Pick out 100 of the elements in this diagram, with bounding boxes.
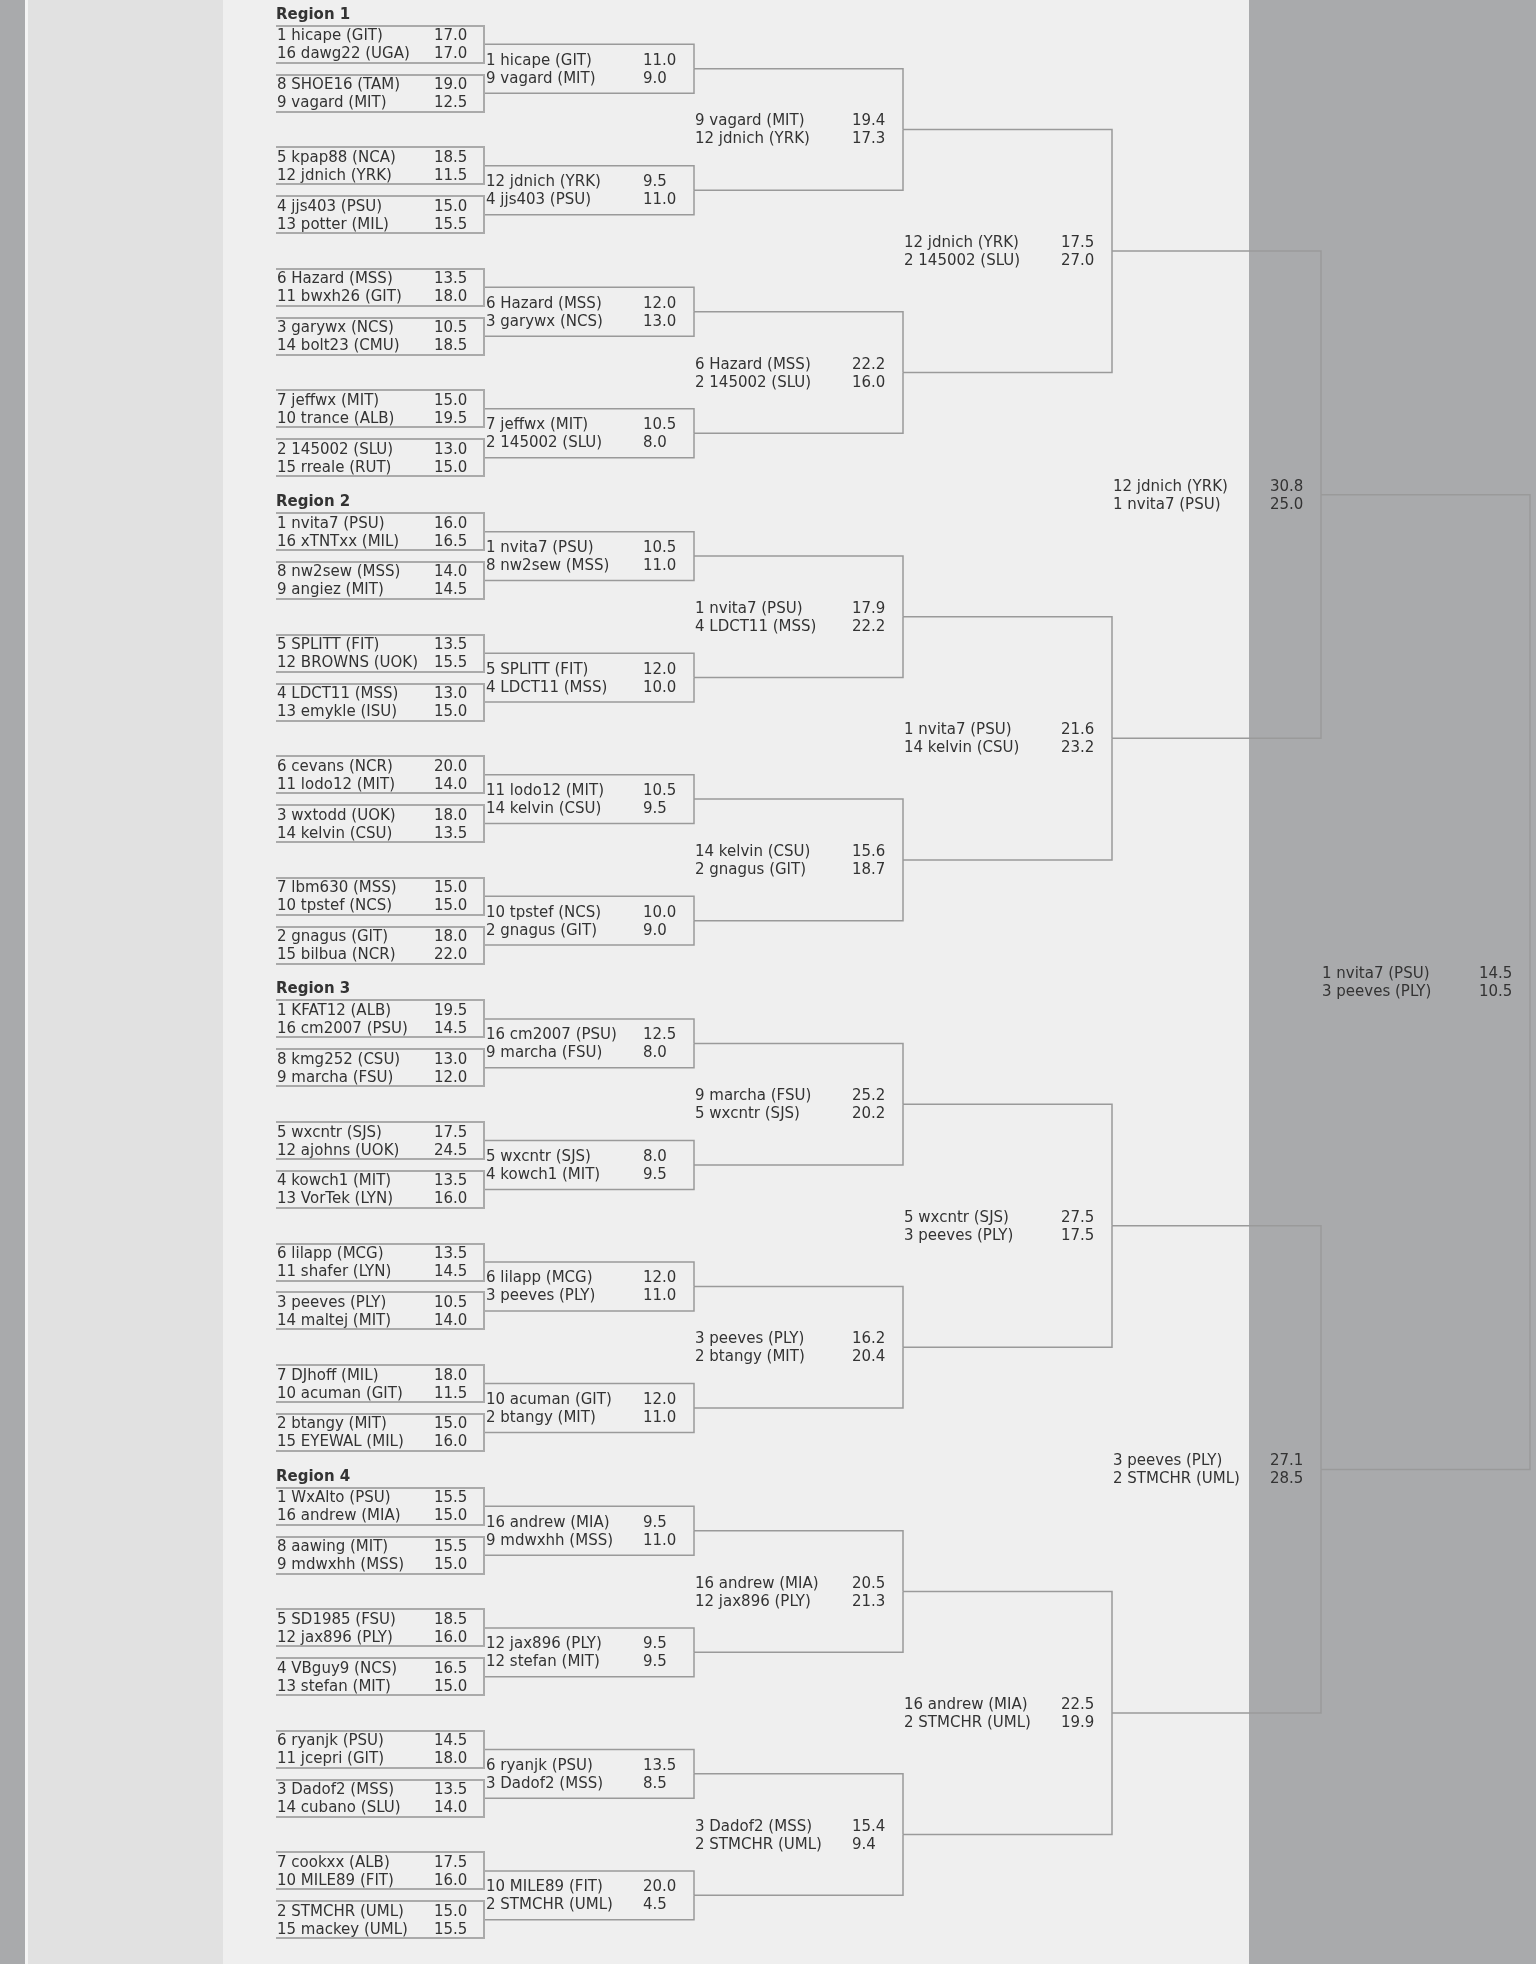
bracket-line [484, 1285, 695, 1312]
team-name: 2 STMCHR (UML) [1113, 1469, 1240, 1488]
team-name: 10 tpstef (NCS) [277, 896, 393, 915]
score: 16.5 [434, 531, 468, 550]
score: 16.0 [434, 1432, 468, 1451]
match-box [276, 73, 485, 113]
team-name: 16 xTNTxx (MIL) [277, 531, 400, 550]
bracket-line [693, 128, 904, 191]
score: 14.5 [1479, 964, 1513, 982]
score: 15.5 [434, 1919, 468, 1938]
team-name: 4 LDCT11 (MSS) [277, 684, 399, 702]
score: 10.0 [643, 902, 677, 921]
score: 16.0 [434, 1870, 468, 1889]
bracket-line [484, 1627, 695, 1654]
team-name: 2 btangy (MIT) [486, 1408, 596, 1426]
team-name: 16 andrew (MIA) [277, 1506, 401, 1525]
bracket-line [484, 1748, 695, 1775]
bracket-line [693, 859, 904, 922]
team-name: 2 btangy (MIT) [695, 1347, 805, 1366]
bracket-line [693, 1590, 904, 1654]
score: 28.5 [1270, 1469, 1304, 1488]
bracket-line [484, 1042, 695, 1069]
match-box [276, 1364, 485, 1404]
team-name: 10 acuman (GIT) [486, 1390, 612, 1408]
score: 10.5 [434, 1292, 468, 1311]
bracket-line [484, 189, 695, 216]
score: 20.5 [852, 1573, 886, 1592]
team-name: 2 gnagus (GIT) [695, 859, 807, 878]
score: 30.8 [1270, 476, 1304, 495]
score: 25.0 [1270, 494, 1304, 513]
bracket-line [1111, 250, 1322, 496]
team-name: 6 cevans (NCR) [277, 756, 393, 775]
score: 14.5 [434, 1731, 468, 1750]
match-box [276, 1608, 485, 1648]
bracket-line [484, 652, 695, 679]
score: 11.0 [643, 556, 677, 575]
score: 15.5 [434, 214, 468, 233]
score: 14.0 [434, 1310, 468, 1329]
team-name: 3 Dadof2 (MSS) [277, 1780, 395, 1799]
score: 18.0 [434, 287, 468, 306]
match-box [276, 1486, 485, 1526]
score: 4.5 [643, 1895, 667, 1914]
team-name: 2 btangy (MIT) [277, 1414, 387, 1433]
team-name: 14 maltej (MIT) [277, 1310, 392, 1329]
region-heading: Region 3 [276, 979, 351, 998]
score: 15.5 [434, 653, 468, 672]
bracket-line [902, 1103, 1113, 1227]
match-box [276, 1900, 485, 1940]
team-name: 9 marcha (FSU) [695, 1086, 812, 1105]
bracket-line [484, 555, 695, 582]
team-name: 3 peeves (PLY) [277, 1292, 387, 1311]
score: 14.5 [434, 580, 468, 599]
score: 13.5 [434, 269, 468, 288]
score: 8.0 [643, 433, 667, 452]
team-name: 11 lodo12 (MIT) [486, 781, 604, 800]
team-name: 13 potter (MIL) [277, 214, 389, 233]
match-box [276, 1291, 485, 1331]
score: 15.0 [434, 1555, 468, 1574]
team-name: 14 bolt23 (CMU) [277, 336, 400, 355]
score: 9.4 [852, 1834, 876, 1853]
team-name: 4 LDCT11 (MSS) [695, 616, 817, 635]
team-name: 1 nvita7 (PSU) [486, 538, 594, 557]
score: 9.5 [643, 1634, 667, 1653]
match-box [276, 1169, 485, 1209]
region-heading: Region 1 [276, 4, 351, 23]
team-name: 9 marcha (FSU) [486, 1043, 603, 1062]
team-name: 1 nvita7 (PSU) [904, 720, 1012, 739]
match-box [276, 146, 485, 186]
team-name: 4 jjs403 (PSU) [486, 190, 592, 209]
score: 27.5 [1061, 1207, 1095, 1226]
match-box [276, 1242, 485, 1282]
score: 16.0 [852, 372, 886, 391]
bracket-line [484, 67, 695, 94]
team-name: 12 jax896 (PLY) [277, 1627, 393, 1646]
team-name: 10 acuman (GIT) [277, 1383, 403, 1402]
team-name: 5 SPLITT (FIT) [277, 635, 380, 654]
score: 13.5 [434, 635, 468, 654]
score: 11.0 [643, 50, 677, 69]
score: 15.0 [434, 702, 468, 720]
team-name: 4 jjs403 (PSU) [277, 196, 383, 215]
score: 17.0 [434, 26, 468, 45]
score: 12.0 [434, 1067, 468, 1086]
team-name: 2 145002 (SLU) [904, 250, 1021, 269]
bracket-line [693, 371, 904, 435]
team-name: 16 cm2007 (PSU) [277, 1019, 408, 1037]
match-box [276, 438, 485, 478]
score: 13.0 [643, 311, 677, 330]
team-name: 8 nw2sew (MSS) [486, 556, 610, 575]
match-box [276, 804, 485, 844]
bracket-line [484, 432, 695, 459]
score: 19.0 [434, 75, 468, 94]
score: 23.2 [1061, 738, 1095, 757]
team-name: 7 cookxx (ALB) [277, 1852, 390, 1871]
match-box [276, 1048, 485, 1088]
score: 9.5 [643, 172, 667, 191]
team-name: 13 emykle (ISU) [277, 702, 398, 720]
team-name: 15 rreale (RUT) [277, 457, 392, 476]
team-name: 10 MILE89 (FIT) [277, 1870, 394, 1889]
match-box [276, 682, 485, 722]
team-name: 9 vagard (MIT) [486, 68, 596, 87]
